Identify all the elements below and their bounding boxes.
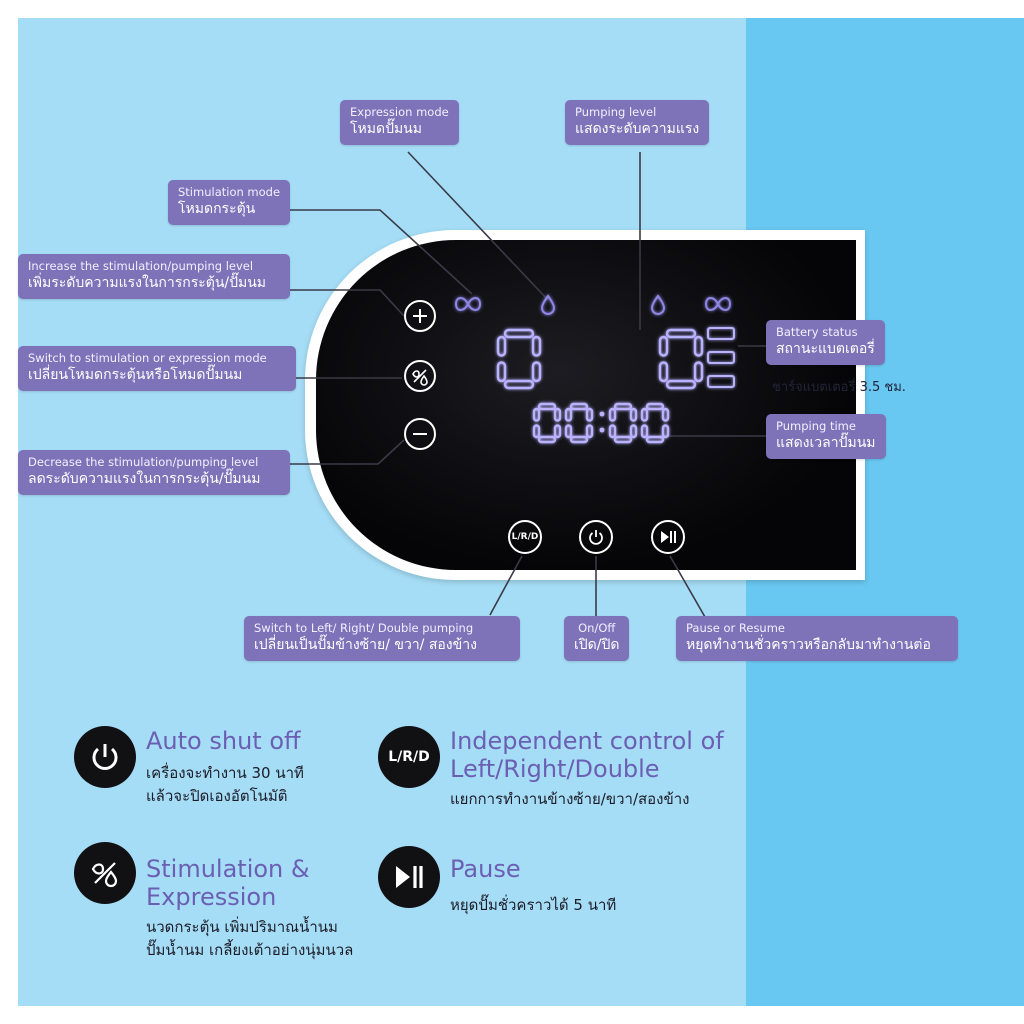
feature-title-line: Expression [146, 882, 277, 911]
label-en: Switch to Left/ Right/ Double pumping [254, 621, 474, 635]
label-pumping-level: Pumping level แสดงระดับความแรง [565, 100, 710, 145]
battery-charge-note: ชาร์จแบตเตอรี่ 3.5 ชม. [772, 380, 906, 395]
label-switch-lrd: Switch to Left/ Right/ Double pumping เป… [244, 616, 520, 661]
feature-power-icon [74, 726, 136, 788]
pump-display-screen [316, 240, 856, 570]
feature-desc-stim-expr: นวดกระตุ้น เพิ่มปริมาณน้ำนม ปั๊มน้ำนม เก… [146, 916, 353, 963]
feature-stim-expr-icon [74, 842, 136, 904]
label-en: Pumping time [776, 419, 856, 433]
label-en: Decrease the stimulation/pumping level [28, 455, 259, 469]
label-increase-level: Increase the stimulation/pumping level เ… [18, 254, 290, 299]
feature-desc-independent: แยกการทำงานข้างซ้าย/ขวา/สองข้าง [450, 790, 690, 808]
plus-icon [413, 309, 427, 323]
stimulation-expression-icon [91, 862, 118, 888]
label-en: Pumping level [575, 105, 657, 119]
label-th: เปิด/ปิด [574, 637, 620, 654]
label-en: Increase the stimulation/pumping level [28, 259, 254, 273]
label-expression-mode: Expression mode โหมดปั๊มนม [340, 100, 459, 145]
label-th: เปลี่ยนเป็นปั๊มข้างซ้าย/ ขวา/ สองข้าง [254, 637, 477, 654]
label-th: โหมดกระตุ้น [178, 201, 256, 218]
label-pumping-time: Pumping time แสดงเวลาปั๊มนม [766, 414, 886, 459]
feature-lrd-icon-label: L/R/D [388, 749, 430, 765]
label-en: Switch to stimulation or expression mode [28, 351, 267, 365]
feature-title-stim-expr: Stimulation & Expression [146, 855, 310, 911]
feature-pause-icon [378, 846, 440, 908]
label-decrease-level: Decrease the stimulation/pumping level ล… [18, 450, 290, 495]
label-th: สถานะแบตเตอรี่ [776, 341, 875, 358]
power-icon [589, 530, 603, 545]
label-stimulation-mode: Stimulation mode โหมดกระตุ้น [168, 180, 291, 225]
label-th: โหมดปั๊มนม [350, 121, 422, 138]
play-pause-button[interactable] [651, 520, 685, 554]
label-th: ลดระดับความแรงในการกระตุ้น/ปั๊มนม [28, 471, 261, 488]
play-pause-icon [396, 866, 423, 888]
lrd-button-label: L/R/D [511, 532, 539, 542]
stimulation-expression-icon [412, 369, 428, 386]
minus-button[interactable] [404, 418, 436, 450]
feature-desc-line: ปั๊มน้ำนม เกลี้ยงเต้าอย่างนุ่มนวล [146, 941, 354, 960]
label-en: Pause or Resume [686, 621, 786, 635]
minus-icon [413, 433, 427, 435]
label-th: แสดงเวลาปั๊มนม [776, 435, 876, 452]
feature-desc-line: แล้วจะปิดเองอัตโนมัติ [146, 787, 288, 806]
label-th: หยุดทำงานชั่วคราวหรือกลับมาทำงานต่อ [686, 637, 931, 654]
mode-button[interactable] [404, 360, 436, 392]
feature-title-independent: Independent control of Left/Right/Double [450, 727, 724, 783]
feature-desc-auto-shut-off: เครื่องจะทำงาน 30 นาที แล้วจะปิดเองอัตโน… [146, 762, 304, 809]
label-th: แสดงระดับความแรง [575, 121, 700, 138]
plus-button[interactable] [404, 300, 436, 332]
power-button[interactable] [579, 520, 613, 554]
power-icon [92, 744, 118, 770]
label-en: Stimulation mode [178, 185, 281, 199]
feature-desc-line: นวดกระตุ้น เพิ่มปริมาณน้ำนม [146, 918, 338, 936]
feature-desc-pause: หยุดปั๊มชั่วคราวได้ 5 นาที [450, 896, 617, 914]
feature-lrd-icon: L/R/D [378, 726, 440, 788]
label-pause-resume: Pause or Resume หยุดทำงานชั่วคราวหรือกลั… [676, 616, 958, 661]
label-th: เพิ่มระดับความแรงในการกระตุ้น/ปั๊มนม [28, 275, 267, 292]
label-on-off: On/Off เปิด/ปิด [564, 616, 630, 661]
label-th: เปลี่ยนโหมดกระตุ้นหรือโหมดปั๊มนม [28, 367, 243, 384]
feature-title-line: Independent control of [450, 727, 724, 755]
label-en: On/Off [578, 621, 616, 635]
play-pause-icon [661, 531, 676, 543]
feature-title-pause: Pause [450, 855, 521, 883]
feature-title-auto-shut-off: Auto shut off [146, 727, 301, 755]
label-en: Battery status [776, 325, 858, 339]
lrd-button[interactable]: L/R/D [508, 520, 542, 554]
feature-title-line: Left/Right/Double [450, 754, 660, 783]
feature-title-line: Stimulation & [146, 855, 310, 883]
feature-desc-line: เครื่องจะทำงาน 30 นาที [146, 764, 304, 782]
label-battery-status: Battery status สถานะแบตเตอรี่ [766, 320, 885, 365]
label-en: Expression mode [350, 105, 449, 119]
label-switch-mode: Switch to stimulation or expression mode… [18, 346, 296, 391]
